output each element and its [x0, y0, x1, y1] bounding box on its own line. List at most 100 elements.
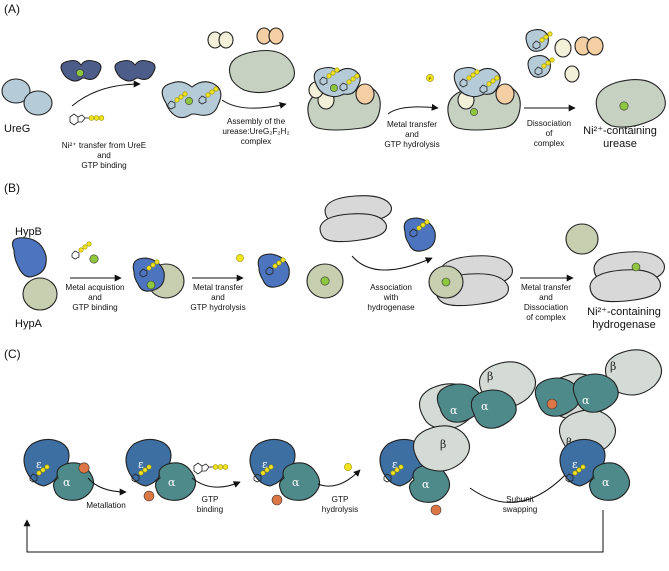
svg-text:β: β: [610, 360, 616, 373]
a-step2-line2: urease:UreG₂F₂H₂: [222, 127, 289, 136]
b-step4-line3: Dissociation: [524, 303, 569, 312]
ureg-dimer-apo: [1, 78, 53, 116]
b-step1-line3: GTP binding: [72, 303, 118, 312]
phosphate-label: P: [429, 76, 432, 81]
urease-ureg-complex: [307, 66, 381, 131]
ureg-label: UreG: [4, 123, 30, 135]
panel-a-label: (A): [4, 2, 20, 16]
ureg-dimer-ni-bound: [60, 59, 102, 82]
gtp-molecule-icon: [71, 241, 92, 260]
hypa-label: HypA: [15, 318, 43, 330]
arrow-a2: [221, 99, 287, 109]
hypa-ni: [306, 263, 344, 299]
arrow-c1: [87, 477, 127, 496]
arrow-b3: [351, 255, 433, 271]
b-step2-line2: and: [211, 293, 225, 302]
b-step1-line2: and: [88, 293, 102, 302]
svg-text:ε: ε: [262, 458, 268, 471]
hypb-gdp: [257, 253, 290, 288]
alpha-label: α: [63, 476, 71, 489]
svg-text:ε: ε: [138, 458, 144, 471]
c-step2-line2: binding: [197, 505, 224, 514]
metal-ion: [78, 462, 90, 474]
hypa-free: [565, 223, 599, 255]
b-step4-line2: and: [539, 293, 553, 302]
hypb-protein: [11, 237, 47, 278]
epsilon-alpha-dimer-recycled: ε α: [559, 438, 631, 501]
b-step1-line1: Metal acquistion: [65, 283, 125, 292]
svg-text:α: α: [582, 394, 590, 407]
b-step2-line1: Metal transfer: [193, 283, 243, 292]
svg-text:α: α: [292, 476, 300, 489]
c-step3-line1: GTP: [332, 495, 349, 504]
hypa-protein: [22, 277, 58, 311]
a-step3-line1: Metal transfer: [387, 120, 437, 129]
a-step3-line3: GTP hydrolysis: [384, 140, 439, 149]
panel-b-label: (B): [4, 181, 20, 195]
b-step4-line4: of complex: [526, 313, 566, 322]
c-step1: Metallation: [86, 501, 126, 510]
epsilon-alpha-dimer-gtp: ε α: [249, 438, 321, 506]
a-step1-line3: GTP binding: [81, 161, 127, 170]
a-step2-line3: complex: [241, 137, 272, 146]
gtp-molecule-icon: [69, 113, 105, 126]
a-step2-line1: Assembly of the: [227, 117, 286, 126]
svg-text:β: β: [487, 370, 493, 383]
hypa-hydrogenase-complex: [428, 255, 513, 307]
urease-complex-hydrolyzed: [447, 66, 521, 131]
b-step3-line2: with: [383, 293, 399, 302]
gtp-molecule-icon: [193, 462, 229, 475]
a-step4-line2: of: [546, 129, 554, 138]
phosphate-icon: [236, 254, 244, 262]
b-product-line1: Ni²⁺-containing: [587, 306, 661, 318]
a-step3-line2: and: [405, 130, 419, 139]
nickel-ion: [76, 69, 84, 77]
svg-text:α: α: [602, 476, 610, 489]
hypb-label: HypB: [15, 226, 42, 238]
c-step4-line2: swapping: [503, 505, 538, 514]
c-step3-line2: hydrolysis: [322, 505, 358, 514]
dissociated-subunits: [525, 29, 604, 83]
c-step4-line1: Subunit: [506, 495, 534, 504]
ureg-dimer-dark: [114, 59, 156, 82]
ni-hydrogenase: [589, 251, 666, 303]
hydrogenase-apo: [319, 195, 393, 243]
a-product-line2: urease: [603, 138, 637, 150]
return-arrow: [23, 510, 604, 553]
svg-text:ε: ε: [392, 458, 398, 471]
a-step1-line1: Ni²⁺ transfer from UreE: [62, 141, 147, 150]
urease-apoprotein: [207, 27, 295, 94]
arrow-a3: [387, 103, 439, 115]
b-step4-line1: Metal transfer: [521, 283, 571, 292]
a-step1-line2: and: [97, 151, 111, 160]
b-step3-line3: hydrogenase: [367, 303, 415, 312]
a-step4-line3: complex: [534, 139, 565, 148]
b-step2-line3: GTP hydrolysis: [190, 303, 245, 312]
svg-text:ε: ε: [572, 458, 578, 471]
ureg-dimer-gtp: [161, 81, 222, 119]
hypa-hypb-complex: [132, 257, 185, 299]
a-product-line1: Ni²⁺-containing: [583, 125, 657, 137]
arrow-c2: [191, 477, 241, 488]
svg-text:α: α: [422, 478, 430, 491]
ni-urease: [595, 79, 666, 128]
a-step4-line1: Dissociation: [527, 119, 572, 128]
svg-text:α: α: [450, 404, 458, 417]
arrow-c3: [317, 469, 361, 487]
svg-text:α: α: [168, 476, 176, 489]
phosphate-icon: [344, 463, 352, 471]
arrow-a1: [71, 80, 141, 107]
svg-text:β: β: [440, 438, 446, 451]
svg-text:β: β: [566, 436, 572, 449]
nickel-ion: [89, 254, 99, 264]
hypb-released: [403, 217, 436, 252]
c-step2-line1: GTP: [202, 495, 219, 504]
panel-c-label: (C): [4, 347, 21, 361]
epsilon-alpha-dimer-metal: ε α: [125, 438, 197, 502]
alpha-beta-tetramer-metal: β α β: [534, 349, 663, 456]
alpha-beta-tetramer-apo: β α α β: [412, 361, 537, 472]
arrow-c4: [469, 469, 571, 503]
b-product-line2: hydrogenase: [592, 319, 656, 331]
b-step3-line1: Association: [370, 283, 412, 292]
